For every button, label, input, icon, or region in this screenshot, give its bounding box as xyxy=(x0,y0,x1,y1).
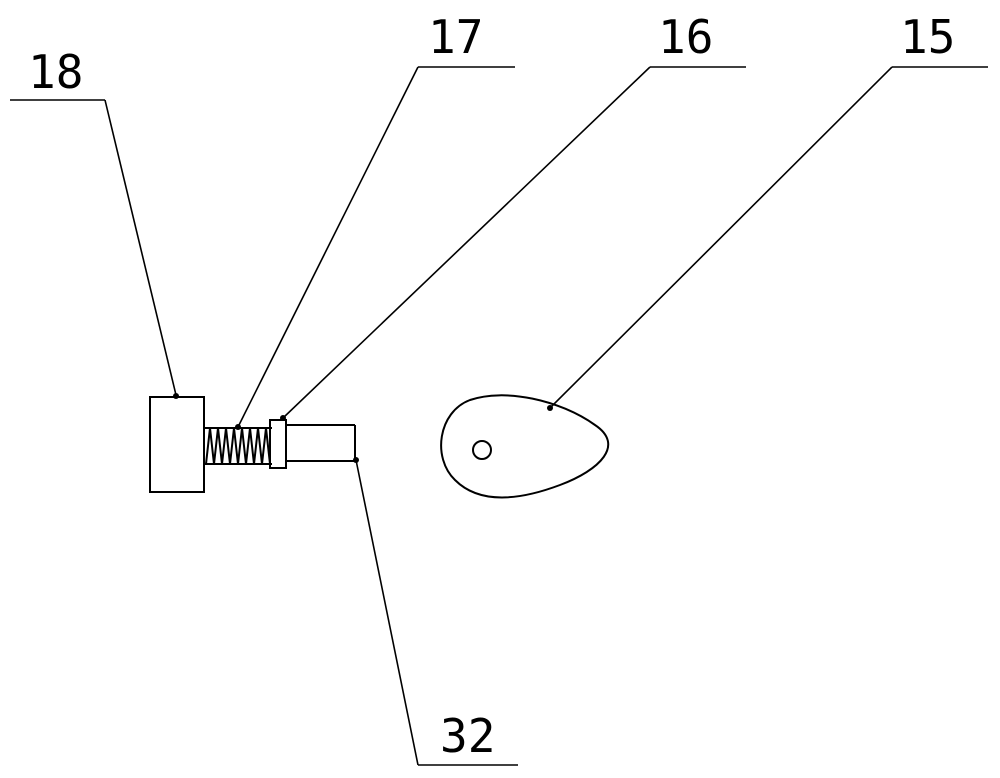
leader-32: 32 xyxy=(353,457,518,766)
label-16: 16 xyxy=(658,10,713,64)
block-18 xyxy=(149,396,205,493)
label-15: 15 xyxy=(900,10,955,64)
cam-hole xyxy=(472,440,492,460)
leader-15: 15 xyxy=(547,10,988,411)
spring-17 xyxy=(204,427,272,465)
leader-17: 17 xyxy=(235,10,515,430)
leader-16: 16 xyxy=(280,10,746,421)
cam-15 xyxy=(440,394,610,499)
label-18: 18 xyxy=(28,45,83,99)
label-32: 32 xyxy=(440,709,495,763)
collar-16 xyxy=(269,419,287,469)
leader-18: 18 xyxy=(10,45,179,399)
rod-32 xyxy=(286,424,356,462)
label-17: 17 xyxy=(428,10,483,64)
